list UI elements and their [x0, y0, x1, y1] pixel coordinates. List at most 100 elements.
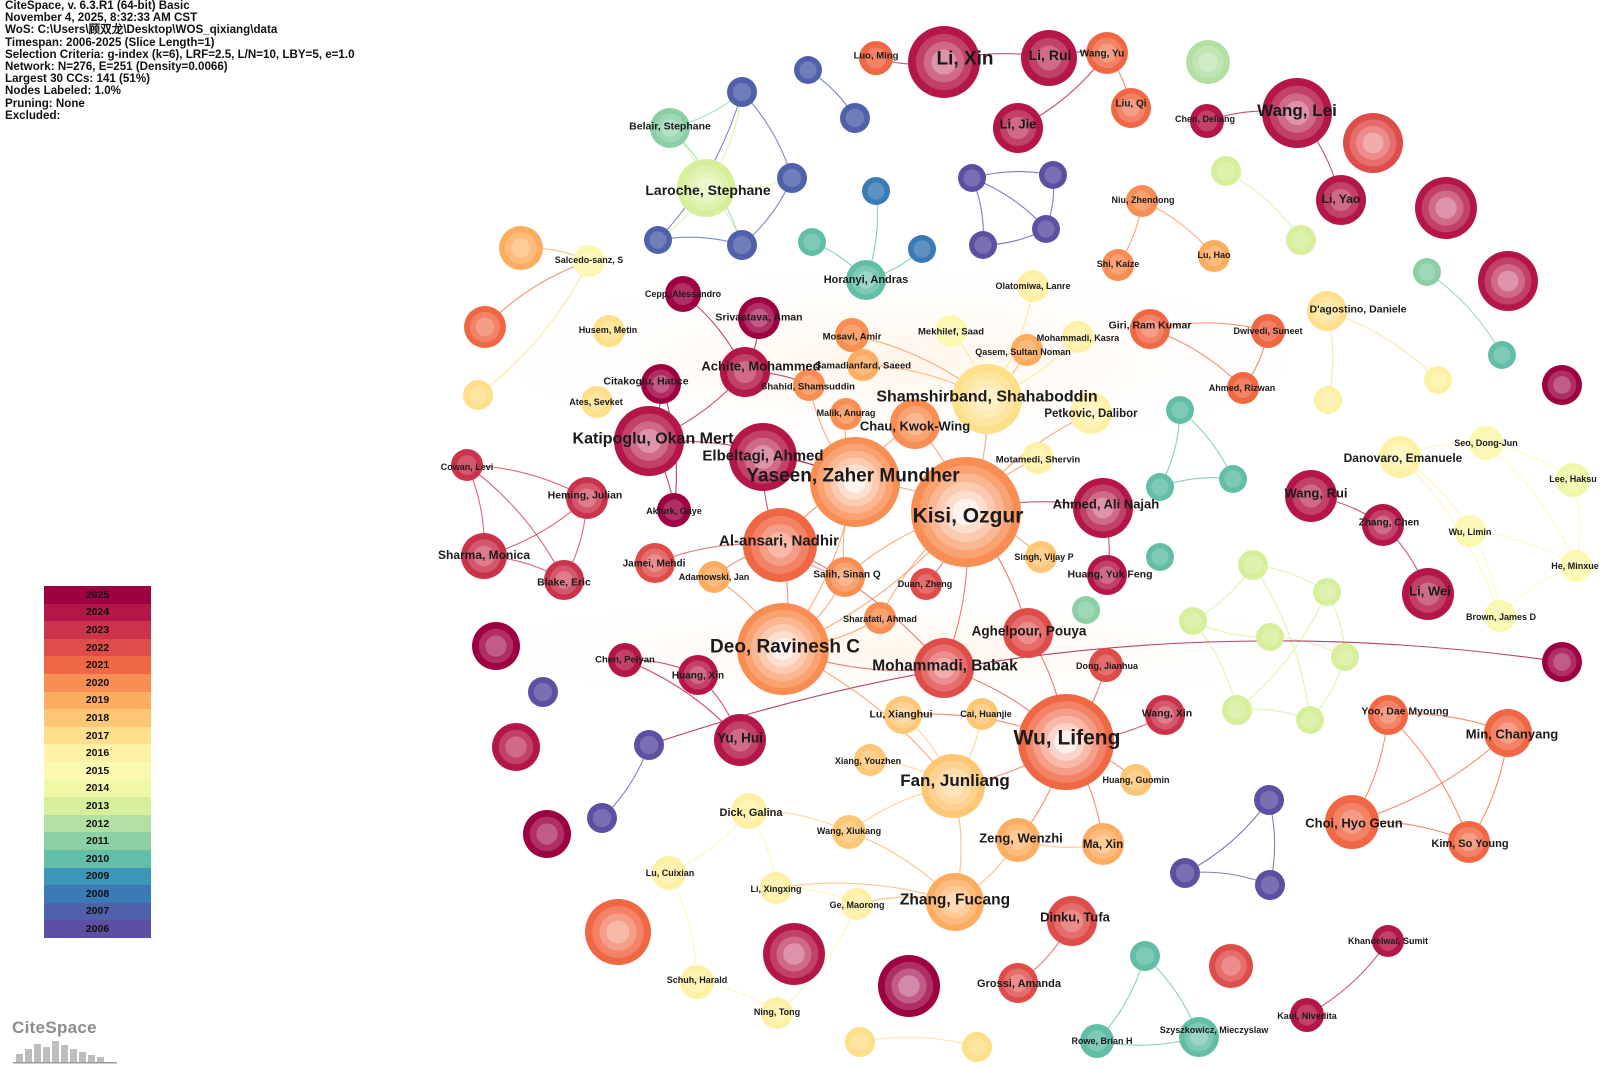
- node-unlabeled[interactable]: [1314, 386, 1342, 414]
- node-unlabeled[interactable]: [1255, 870, 1285, 900]
- node-unlabeled[interactable]: [1542, 642, 1582, 682]
- node-cai-huanjie[interactable]: [966, 698, 998, 730]
- node-yaseen-zaher-mundher[interactable]: [810, 437, 900, 527]
- node-huang-guomin[interactable]: [1120, 764, 1152, 796]
- node-srivastava-aman[interactable]: [738, 297, 780, 339]
- node-liu-qi[interactable]: [1111, 88, 1151, 128]
- node-min-chanyang[interactable]: [1484, 709, 1532, 757]
- node-unlabeled[interactable]: [587, 803, 617, 833]
- node-ates-sevket[interactable]: [581, 386, 613, 418]
- node-unlabeled[interactable]: [962, 1032, 992, 1062]
- node-unlabeled[interactable]: [1146, 543, 1174, 571]
- node-choi-hyo-geun[interactable]: [1325, 795, 1379, 849]
- node-malik-anurag[interactable]: [830, 398, 862, 430]
- node-dinku-tufa[interactable]: [1047, 896, 1097, 946]
- node-unlabeled[interactable]: [1256, 623, 1284, 651]
- node-cowan-levi[interactable]: [451, 449, 483, 481]
- node-giri-ram-kumar[interactable]: [1130, 309, 1170, 349]
- node-unlabeled[interactable]: [1039, 161, 1067, 189]
- node-li-rui[interactable]: [1021, 30, 1077, 86]
- node-unlabeled[interactable]: [1130, 941, 1160, 971]
- node-chen-peiyan[interactable]: [608, 643, 642, 677]
- node-unlabeled[interactable]: [1209, 944, 1253, 988]
- node-jamei-mehdi[interactable]: [635, 543, 675, 583]
- node-laroche-stephane[interactable]: [677, 159, 735, 217]
- node-unlabeled[interactable]: [1415, 177, 1477, 239]
- node-mosavi-amir[interactable]: [835, 318, 869, 352]
- node-unlabeled[interactable]: [958, 164, 986, 192]
- node-ning-tong[interactable]: [761, 997, 793, 1029]
- node-sharafati-ahmad[interactable]: [864, 602, 896, 634]
- node-wang-xin[interactable]: [1145, 695, 1185, 735]
- node-unlabeled[interactable]: [969, 231, 997, 259]
- node-al-ansari-nadhir[interactable]: [743, 508, 817, 582]
- node-schuh-harald[interactable]: [680, 965, 714, 999]
- node-unlabeled[interactable]: [908, 235, 936, 263]
- node-unlabeled[interactable]: [1170, 858, 1200, 888]
- node-unlabeled[interactable]: [1286, 225, 1316, 255]
- node-unlabeled[interactable]: [1424, 366, 1452, 394]
- node-olatomiwa-lanre[interactable]: [1017, 270, 1049, 302]
- node-katipoglu-okan-mert[interactable]: [614, 406, 684, 476]
- node-wang-xiukang[interactable]: [832, 815, 866, 849]
- node-mohammadi-kasra[interactable]: [1062, 321, 1094, 353]
- node-szyszkowicz-mieczyslaw[interactable]: [1179, 1017, 1219, 1057]
- node-kaul-nivedita[interactable]: [1290, 998, 1324, 1032]
- node-salcedo-sanz-s[interactable]: [573, 245, 605, 277]
- node-husem-metin[interactable]: [593, 315, 625, 347]
- node-unlabeled[interactable]: [1542, 365, 1582, 405]
- node-ahmed-ali-najah[interactable]: [1073, 478, 1133, 538]
- node-brown-james-d[interactable]: [1484, 600, 1516, 632]
- node-wu-limin[interactable]: [1454, 515, 1486, 547]
- node-kisi-ozgur[interactable]: [911, 457, 1021, 567]
- node-achite-mohammed[interactable]: [720, 347, 770, 397]
- node-unlabeled[interactable]: [528, 677, 558, 707]
- node-samadianfard-saeed[interactable]: [847, 349, 879, 381]
- node-unlabeled[interactable]: [727, 77, 757, 107]
- node-unlabeled[interactable]: [777, 163, 807, 193]
- node-unlabeled[interactable]: [1211, 156, 1241, 186]
- node-unlabeled[interactable]: [878, 955, 940, 1017]
- node-niu-zhendong[interactable]: [1126, 185, 1158, 217]
- node-unlabeled[interactable]: [464, 306, 506, 348]
- node-unlabeled[interactable]: [644, 226, 672, 254]
- node-unlabeled[interactable]: [634, 730, 664, 760]
- node-unlabeled[interactable]: [1413, 258, 1441, 286]
- node-kim-so-young[interactable]: [1448, 821, 1490, 863]
- node-li-xin[interactable]: [908, 26, 980, 98]
- node-heming-julian[interactable]: [566, 477, 608, 519]
- node-li-yao[interactable]: [1316, 175, 1366, 225]
- node-sharma-monica[interactable]: [461, 533, 507, 579]
- node-unlabeled[interactable]: [1146, 473, 1174, 501]
- node-yoo-dae-myoung[interactable]: [1368, 695, 1408, 735]
- node-aghelpour-pouya[interactable]: [1003, 608, 1053, 658]
- node-salih-sinan-q[interactable]: [825, 557, 865, 597]
- node-adamowski-jan[interactable]: [698, 561, 730, 593]
- node-danovaro-emanuele[interactable]: [1379, 436, 1421, 478]
- node-xiang-youzhen[interactable]: [854, 744, 886, 776]
- node-unlabeled[interactable]: [1254, 785, 1284, 815]
- node-lu-xianghui[interactable]: [884, 696, 922, 734]
- node-shamshirband-shahaboddin[interactable]: [952, 364, 1022, 434]
- node-unlabeled[interactable]: [463, 380, 493, 410]
- node-unlabeled[interactable]: [492, 723, 540, 771]
- node-rowe-brian-h[interactable]: [1080, 1024, 1114, 1058]
- node-zeng-wenzhi[interactable]: [996, 818, 1040, 862]
- node-fan-junliang[interactable]: [921, 754, 985, 818]
- node-unlabeled[interactable]: [1072, 596, 1100, 624]
- node-d-agostino-daniele[interactable]: [1307, 291, 1347, 331]
- node-akturk-gaye[interactable]: [657, 493, 691, 527]
- node-duan-zheng[interactable]: [910, 568, 942, 600]
- node-wang-lei[interactable]: [1262, 78, 1332, 148]
- node-unlabeled[interactable]: [1296, 706, 1324, 734]
- node-unlabeled[interactable]: [1313, 578, 1341, 606]
- node-shi-kaize[interactable]: [1102, 249, 1134, 281]
- node-unlabeled[interactable]: [1032, 215, 1060, 243]
- node-lee-haksu[interactable]: [1556, 463, 1590, 497]
- node-huang-yuk-feng[interactable]: [1087, 555, 1127, 595]
- node-lu-cuixian[interactable]: [652, 856, 686, 890]
- node-unlabeled[interactable]: [1238, 550, 1268, 580]
- node-unlabeled[interactable]: [1331, 643, 1359, 671]
- node-unlabeled[interactable]: [1166, 396, 1194, 424]
- node-dwivedi-suneet[interactable]: [1251, 314, 1285, 348]
